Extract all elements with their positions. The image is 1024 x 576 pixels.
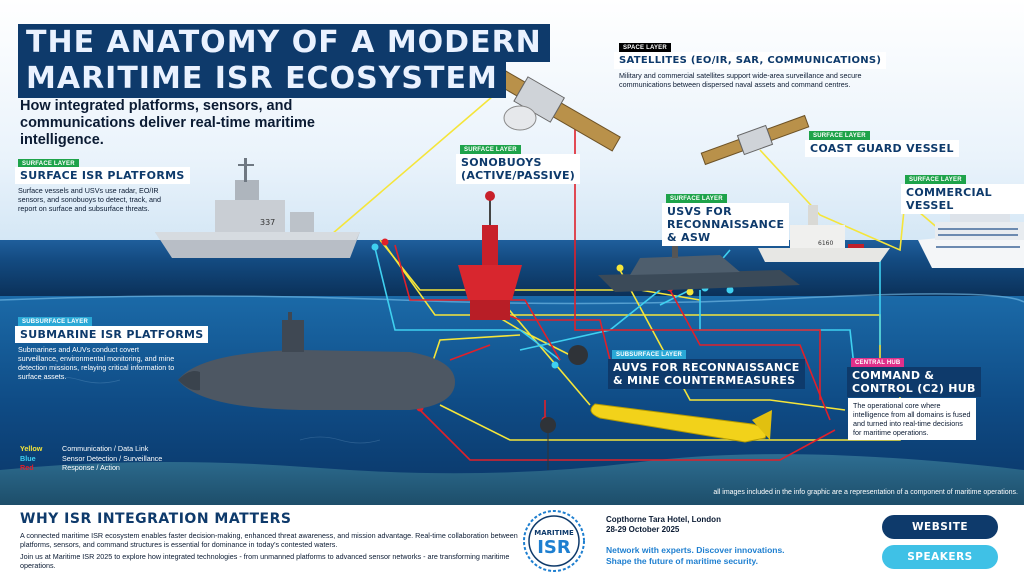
satellites-desc: Military and commercial satellites suppo… (619, 71, 862, 89)
legend-key: Blue (20, 453, 36, 463)
submarine-desc: Submarines and AUVs conduct covert surve… (18, 345, 175, 381)
sonobuoy-illustration (458, 191, 522, 320)
surface-isr-label: SURFACE ISR PLATFORMS (15, 167, 190, 184)
disclaimer: all images included in the info graphic … (713, 489, 1018, 496)
coast-guard-layer-tag: SURFACE LAYER (809, 131, 870, 141)
auvs-label-line-2: & MINE COUNTERMEASURES (613, 374, 796, 387)
why-text: A connected maritime ISR ecosystem enabl… (20, 531, 520, 570)
sea-mines (540, 345, 588, 470)
response-lines (394, 120, 901, 461)
c2-label-line-2: CONTROL (C2) HUB (852, 382, 976, 395)
commercial-label: COMMERCIAL VESSEL (901, 184, 1024, 214)
legend-text: Communication / Data Link (62, 444, 149, 453)
satellites-layer-tag: SPACE LAYER (619, 43, 671, 53)
usvs-label-line-2: RECONNAISSANCE (667, 218, 785, 231)
sonobuoys-label-line-2: (ACTIVE/PASSIVE) (461, 169, 576, 182)
submarine-label: SUBMARINE ISR PLATFORMS (15, 326, 209, 343)
auvs-layer-tag: SUBSURFACE LAYER (612, 350, 686, 360)
logo-main-text: ISR (537, 537, 571, 558)
svg-text:337: 337 (260, 218, 275, 227)
surface-isr-layer-tag: SURFACE LAYER (18, 159, 79, 169)
footer: WHY ISR INTEGRATION MATTERS A connected … (0, 505, 1024, 576)
submarine-layer-tag: SUBSURFACE LAYER (18, 317, 92, 327)
event-venue: Copthorne Tara Hotel, London (606, 515, 721, 524)
auv-illustration (590, 403, 772, 443)
why-paragraph-2: Join us at Maritime ISR 2025 to explore … (20, 552, 510, 570)
tagline-line-2: Shape the future of maritime security. (606, 555, 758, 566)
event-dates: 28-29 October 2025 (606, 525, 680, 534)
legend-row-blue: Blue Sensor Detection / Surveillance (20, 454, 162, 464)
frigate-illustration: 337 (155, 158, 360, 258)
title-line-1: THE ANATOMY OF A MODERN (18, 24, 550, 62)
legend-row-red: Red Response / Action (20, 463, 162, 473)
c2-label: COMMAND & CONTROL (C2) HUB (847, 367, 981, 397)
satellites-label: SATELLITES (EO/IR, SAR, COMMUNICATIONS) (614, 52, 887, 69)
usvs-layer-tag: SURFACE LAYER (666, 194, 727, 204)
maritime-isr-logo: MARITIME ISR (523, 510, 585, 572)
legend-key: Red (20, 463, 34, 472)
legend-key: Yellow (20, 444, 43, 453)
why-title: WHY ISR INTEGRATION MATTERS (20, 511, 292, 527)
commercial-layer-tag: SURFACE LAYER (905, 175, 966, 185)
coast-guard-label: COAST GUARD VESSEL (805, 140, 959, 157)
title-line-2: MARITIME ISR ECOSYSTEM (18, 60, 506, 98)
event-tagline: Network with experts. Discover innovatio… (606, 545, 785, 566)
satellite-small-illustration (700, 114, 810, 166)
legend-row-yellow: Yellow Communication / Data Link (20, 444, 162, 454)
legend-text: Sensor Detection / Surveillance (62, 453, 163, 463)
auvs-label-line-1: AUVS FOR RECONNAISSANCE (613, 361, 800, 374)
website-button[interactable]: WEBSITE (882, 515, 998, 539)
usvs-label-line-3: & ASW (667, 231, 711, 244)
speakers-button[interactable]: SPEAKERS (882, 545, 998, 569)
c2-tag: CENTRAL HUB (851, 358, 905, 368)
sonobuoys-layer-tag: SURFACE LAYER (460, 145, 521, 155)
legend-text: Response / Action (62, 463, 120, 472)
coast-guard-illustration: 6160 (758, 205, 890, 262)
commercial-vessel-illustration (918, 203, 1024, 268)
sonobuoys-label: SONOBUOYS (ACTIVE/PASSIVE) (456, 154, 581, 184)
tagline-line-1: Network with experts. Discover innovatio… (606, 545, 785, 555)
surface-isr-desc: Surface vessels and USVs use radar, EO/I… (18, 186, 162, 213)
why-paragraph-1: A connected maritime ISR ecosystem enabl… (20, 531, 518, 549)
submarine-illustration (178, 312, 455, 410)
logo-top-text: MARITIME (534, 529, 574, 537)
event-venue-block: Copthorne Tara Hotel, London 28-29 Octob… (606, 515, 721, 535)
c2-desc: The operational core where intelligence … (848, 398, 976, 440)
c2-label-line-1: COMMAND & (852, 369, 935, 382)
usvs-label-line-1: USVS FOR (667, 205, 732, 218)
sonobuoys-label-line-1: SONOBUOYS (461, 156, 542, 169)
svg-text:6160: 6160 (818, 240, 833, 247)
auvs-label: AUVS FOR RECONNAISSANCE & MINE COUNTERME… (608, 359, 805, 389)
usvs-label: USVS FOR RECONNAISSANCE & ASW (662, 203, 790, 246)
usv-illustration (598, 244, 800, 292)
line-legend: Yellow Communication / Data Link Blue Se… (20, 444, 162, 473)
subtitle: How integrated platforms, sensors, and c… (20, 98, 315, 148)
